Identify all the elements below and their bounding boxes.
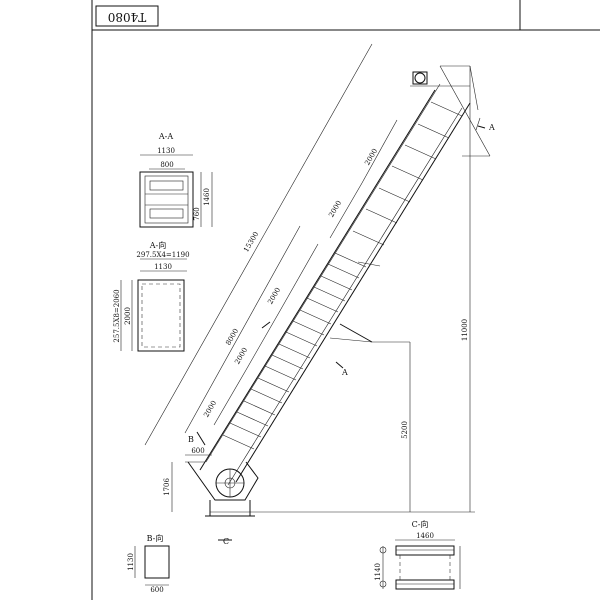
dim-diag-mid: 8000: [224, 327, 240, 346]
a-view-top-dim: 297.5X4=1190: [136, 251, 189, 259]
b-view: B-向 1130 600: [127, 533, 170, 594]
inclined-conveyor: A A B C 15300 8000 2000 2000 2000 2000 2…: [144, 43, 495, 546]
section-aa-label: A-A: [158, 132, 173, 141]
dim-seg-upper-1: 2000: [363, 147, 379, 166]
dim-seg-lower-3: 2000: [202, 399, 218, 418]
b-view-width-dim: 600: [150, 586, 163, 594]
section-aa-view: A-A 1130 800 760 1460: [139, 132, 213, 228]
dim-height-mid: 5200: [401, 421, 409, 439]
aa-right-height: 1460: [203, 188, 211, 206]
c-view-width-dim: 1460: [416, 532, 434, 540]
a-view-width-dim: 1130: [154, 263, 172, 271]
aa-width-inner: 800: [160, 161, 173, 169]
dim-base-width: 600: [191, 447, 204, 455]
head-drive: [410, 65, 491, 157]
conveyor-flights: [222, 101, 463, 450]
c-view: C-向 1460 1140: [374, 519, 461, 590]
a-view: A-向 297.5X4=1190 1130 257.5X8=2060 2000: [113, 240, 190, 352]
b-view-height-dim: 1130: [127, 553, 135, 571]
arrow-a-top-label: A: [488, 123, 495, 132]
support-structure: [329, 261, 410, 343]
dim-seg-lower-1: 2000: [266, 286, 282, 305]
tail-housing: [185, 461, 259, 517]
arrow-a-bottom-label: A: [341, 368, 348, 377]
dim-height-total: 11000: [461, 319, 469, 341]
arrow-b-label: B: [188, 435, 194, 444]
c-view-label: C-向: [412, 519, 429, 529]
aa-inner-height: 760: [193, 207, 201, 220]
a-view-side-dim: 257.5X8=2060: [113, 289, 121, 342]
b-view-label: B-向: [147, 533, 164, 543]
title-block-code: T4080: [108, 10, 147, 24]
a-view-height-dim: 2000: [124, 307, 132, 325]
a-view-label: A-向: [149, 240, 166, 250]
dim-seg-upper-2: 2000: [327, 199, 343, 218]
dim-seg-lower-2: 2000: [233, 346, 249, 365]
aa-width-outer: 1130: [157, 147, 175, 155]
c-view-height-dim: 1140: [374, 563, 382, 581]
dim-diag-total: 15300: [242, 230, 260, 253]
arrow-c-label: C: [223, 537, 229, 546]
drawing-frame: [91, 0, 600, 600]
dim-base-height: 1706: [163, 478, 171, 496]
